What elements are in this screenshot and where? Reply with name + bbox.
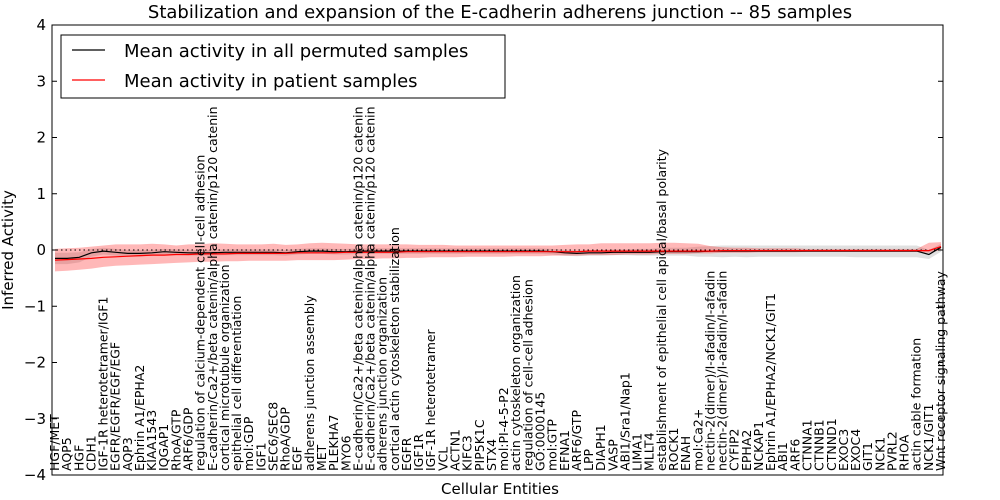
legend-label-patient: Mean activity in patient samples	[124, 71, 418, 92]
patient-confidence-band	[55, 242, 941, 272]
series-lines	[54, 246, 942, 261]
x-category-label: EXOC3	[836, 429, 851, 471]
x-category-label: E-cadherin/Ca2+/beta catenin/alpha caten…	[205, 106, 220, 471]
x-category-label: ABI1/Sra1/Nap1	[617, 372, 632, 471]
y-axis-ticks: −4 −3 −2 −1 0 1 2 3 4	[24, 16, 943, 484]
x-category-label: RhoA/GTP	[168, 409, 183, 471]
y-axis-label: Inferred Activity	[0, 190, 17, 310]
x-category-label: E-cadherin/Ca2+/beta catenin/alpha caten…	[350, 106, 365, 471]
x-category-label: VASP	[605, 439, 620, 471]
x-category-label: STX4	[484, 439, 499, 471]
x-category-label: NCK1/GIT1	[921, 404, 936, 471]
x-category-label: AQP3	[120, 437, 135, 471]
x-category-label: regulation of calcium-dependent cell-cel…	[193, 155, 208, 471]
x-category-label: epithelial cell differentiation	[229, 296, 244, 471]
x-category-label: GO:0000145	[533, 392, 548, 471]
x-category-label: establishment of epithelial cell apical/…	[654, 148, 669, 471]
x-category-label: RhoA/GDP	[278, 407, 293, 471]
x-category-label: DIAPH1	[593, 424, 608, 471]
x-category-label: MET	[314, 444, 329, 471]
x-category-label: ARF6/GTP	[569, 410, 584, 471]
x-category-label: SEC6/SEC8	[266, 402, 281, 471]
x-category-label: ROCK1	[666, 428, 681, 471]
x-category-label: HGF	[71, 445, 86, 471]
confidence-bands	[55, 242, 941, 272]
y-tick-label: 4	[36, 16, 46, 34]
x-category-label: actin cable formation	[909, 338, 924, 471]
x-category-label: mol:GTP	[545, 419, 560, 471]
x-category-label: mol:Ca2+	[690, 409, 705, 471]
y-tick-label: 1	[36, 185, 46, 203]
x-category-label: NCK1	[872, 437, 887, 471]
x-category-label: ACTN1	[448, 429, 463, 471]
x-category-label: Ephrin A1/EPHA2/NCK1/GIT1	[763, 293, 778, 471]
legend-box	[60, 34, 506, 99]
legend-label-permuted: Mean activity in all permuted samples	[124, 41, 468, 62]
x-category-label: CTNNB1	[812, 419, 827, 471]
x-category-label: PIP5K1C	[472, 419, 487, 471]
x-category-label: HGF/MET	[47, 414, 62, 471]
x-category-label: EGFR	[399, 437, 414, 471]
y-tick-label: 0	[36, 241, 46, 259]
x-category-label: VCL	[435, 447, 450, 471]
y-tick-label: 3	[36, 72, 46, 90]
x-category-label: EGF	[290, 446, 305, 471]
x-category-label: CTNNA1	[800, 419, 815, 471]
x-category-label: PVRL2	[885, 431, 900, 471]
x-category-label: GIT1	[860, 442, 875, 471]
chart-title: Stabilization and expansion of the E-cad…	[148, 2, 852, 23]
x-category-label: adherens junction assembly	[302, 295, 317, 471]
x-category-label: LIMA1	[630, 433, 645, 471]
y-tick-label: −3	[24, 410, 46, 428]
x-category-label: NCKAP1	[751, 421, 766, 471]
x-category-label: CYFIP2	[727, 428, 742, 471]
x-category-label: IQGAP1	[156, 424, 171, 471]
y-tick-label: −1	[24, 297, 46, 315]
x-category-label: cortical microtubule organization	[217, 264, 232, 471]
x-category-label: mol:GDP	[241, 416, 256, 471]
x-axis-label: Cellular Entities	[441, 480, 559, 498]
y-tick-label: 2	[36, 129, 46, 147]
x-category-label: PLEKHA7	[326, 414, 341, 471]
x-category-label: IGF1R	[411, 433, 426, 471]
x-category-label: ARF6	[787, 439, 802, 471]
x-category-label: ABI1	[775, 442, 790, 471]
x-category-label: EFNA1	[557, 430, 572, 471]
x-category-label: Wnt receptor signaling pathway	[933, 271, 948, 471]
y-tick-label: −2	[24, 354, 46, 372]
x-category-label: adherens junction organization	[375, 277, 390, 471]
x-category-label: KIFC3	[460, 435, 475, 471]
x-category-label: MLLT4	[642, 432, 657, 471]
x-category-label: regulation of cell-cell adhesion	[520, 279, 535, 471]
x-category-label: CDH1	[83, 435, 98, 471]
x-category-label: ARF6/GDP	[181, 407, 196, 471]
plot-frame	[51, 24, 944, 476]
x-category-label: AQP5	[59, 437, 74, 471]
x-category-label: E-cadherin/Ca2+/beta catenin/alpha caten…	[363, 106, 378, 471]
x-category-label: Ephrin A1/EPHA2	[132, 365, 147, 471]
x-category-label: EPHA2	[739, 430, 754, 471]
x-category-label: IGF-1R heterotetramer	[423, 328, 438, 471]
x-category-label: IGF1	[253, 442, 268, 471]
x-category-label: RHOA	[897, 434, 912, 471]
x-category-label: CTNND1	[824, 418, 839, 471]
x-category-label: ENAH	[678, 436, 693, 471]
patient-mean-line	[54, 246, 942, 261]
x-category-label: cortical actin cytoskeleton stabilizatio…	[387, 227, 402, 471]
x-category-label: EXOC4	[848, 429, 863, 471]
x-category-label: actin cytoskeleton organization	[508, 275, 523, 471]
y-tick-label: −4	[24, 466, 46, 484]
x-category-label: nectin-2(dimer)/I-afadin/I-afadin	[715, 271, 730, 471]
x-category-label: mol:PI-4-5-P2	[496, 387, 511, 471]
x-category-label: MYO6	[338, 435, 353, 471]
x-category-label: KIAA1543	[144, 410, 159, 471]
x-category-label: LPP	[581, 448, 596, 471]
permuted-confidence-band	[55, 243, 941, 265]
x-category-label: EGFR/EGFR/EGF/EGF	[108, 342, 123, 471]
x-category-label: IGF-1R heterotetramer/IGF1	[96, 297, 111, 471]
x-category-label: nectin-2(dimer)/I-afadin/I-afadin	[702, 271, 717, 471]
legend: Mean activity in all permuted samples Me…	[60, 34, 506, 99]
